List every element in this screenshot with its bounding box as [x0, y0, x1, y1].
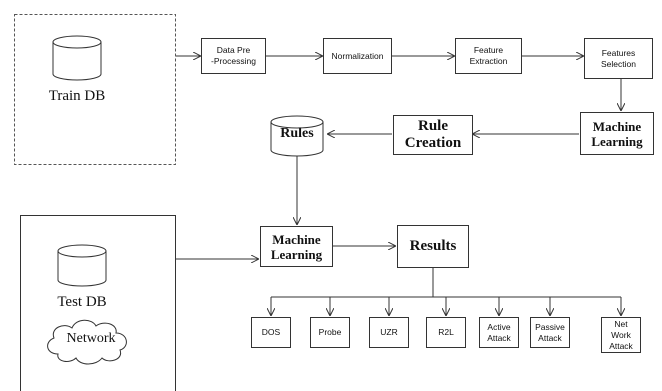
- class-dos-box: DOS: [251, 317, 291, 348]
- preprocessing-box: Data Pre -Processing: [201, 38, 266, 74]
- rules-label: Rules: [280, 126, 314, 141]
- feature-extraction-box: Feature Extraction: [455, 38, 522, 74]
- features-selection-box: Features Selection: [584, 38, 653, 79]
- results-box: Results: [397, 225, 469, 268]
- class-passive-attack-box: Passive Attack: [530, 317, 570, 348]
- train-db-frame: [14, 14, 176, 165]
- network-label: Network: [66, 331, 116, 346]
- test-db-label: Test DB: [57, 294, 107, 310]
- machine-learning-bottom-box: Machine Learning: [260, 226, 333, 267]
- class-r2l-box: R2L: [426, 317, 466, 348]
- class-active-attack-box: Active Attack: [479, 317, 519, 348]
- rule-creation-box: Rule Creation: [393, 115, 473, 155]
- normalization-box: Normalization: [323, 38, 392, 74]
- network-cloud-icon: [47, 319, 127, 365]
- train-db-cylinder-icon: [52, 35, 102, 81]
- rules-cylinder-icon: [270, 115, 324, 157]
- class-uzr-box: UZR: [369, 317, 409, 348]
- test-db-cylinder-icon: [57, 244, 107, 287]
- class-probe-box: Probe: [310, 317, 350, 348]
- class-network-attack-box: Net Work Attack: [601, 317, 641, 353]
- test-db-frame: [20, 215, 176, 391]
- machine-learning-top-box: Machine Learning: [580, 112, 654, 155]
- train-db-label: Train DB: [48, 88, 106, 104]
